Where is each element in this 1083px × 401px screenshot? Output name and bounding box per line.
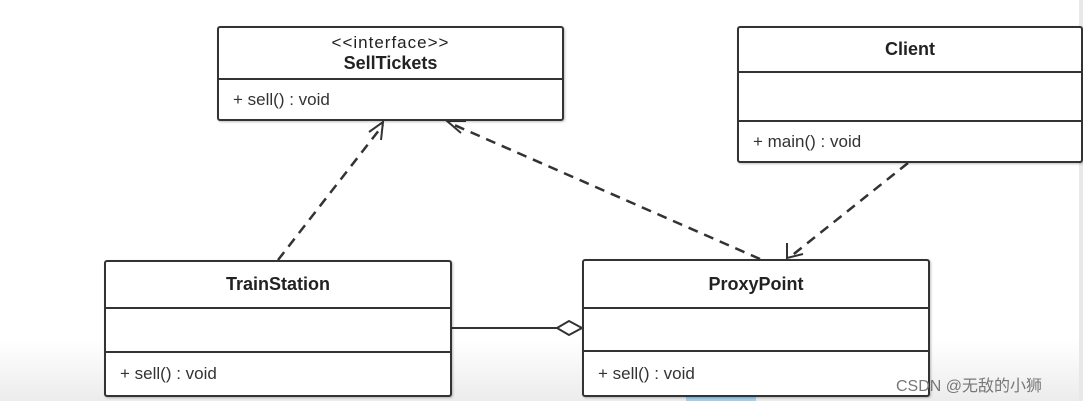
class-proxypoint[interactable]: ProxyPoint + sell() : void [582, 259, 930, 397]
class-header: TrainStation [106, 262, 450, 309]
realization-proxypoint-selltickets [451, 122, 761, 261]
class-trainstation[interactable]: TrainStation + sell() : void [104, 260, 452, 397]
attributes-section [106, 309, 450, 353]
attributes-section [739, 73, 1081, 122]
class-name: ProxyPoint [708, 273, 804, 294]
class-name: SellTickets [343, 52, 438, 73]
realization-trainstation-selltickets [277, 124, 384, 261]
method-row: + sell() : void [120, 364, 217, 383]
realization-arrowhead-proxypoint [444, 120, 466, 134]
bottom-tab-indicator [686, 397, 756, 401]
class-header: <<interface>> SellTickets [219, 28, 562, 80]
class-name: TrainStation [225, 274, 330, 294]
class-header: ProxyPoint [584, 261, 928, 309]
scrollbar-strip[interactable] [1079, 0, 1083, 401]
method-row: + sell() : void [598, 363, 695, 383]
watermark: CSDN @无敌的小狮 [896, 378, 1043, 395]
method-row: + main() : void [753, 131, 862, 151]
dependency-client-proxypoint [789, 162, 909, 258]
dependency-arrowhead [786, 243, 804, 260]
realization-arrowhead-trainstation [368, 119, 385, 141]
method-row: + sell() : void [233, 89, 330, 109]
class-selltickets[interactable]: <<interface>> SellTickets + sell() : voi… [217, 26, 564, 121]
class-header: Client [739, 28, 1081, 73]
class-client[interactable]: Client + main() : void [737, 26, 1083, 163]
class-name: Client [884, 39, 935, 59]
attributes-section [584, 309, 928, 352]
aggregation-diamond [555, 319, 585, 337]
stereotype-label: <<interface>> [331, 32, 450, 52]
